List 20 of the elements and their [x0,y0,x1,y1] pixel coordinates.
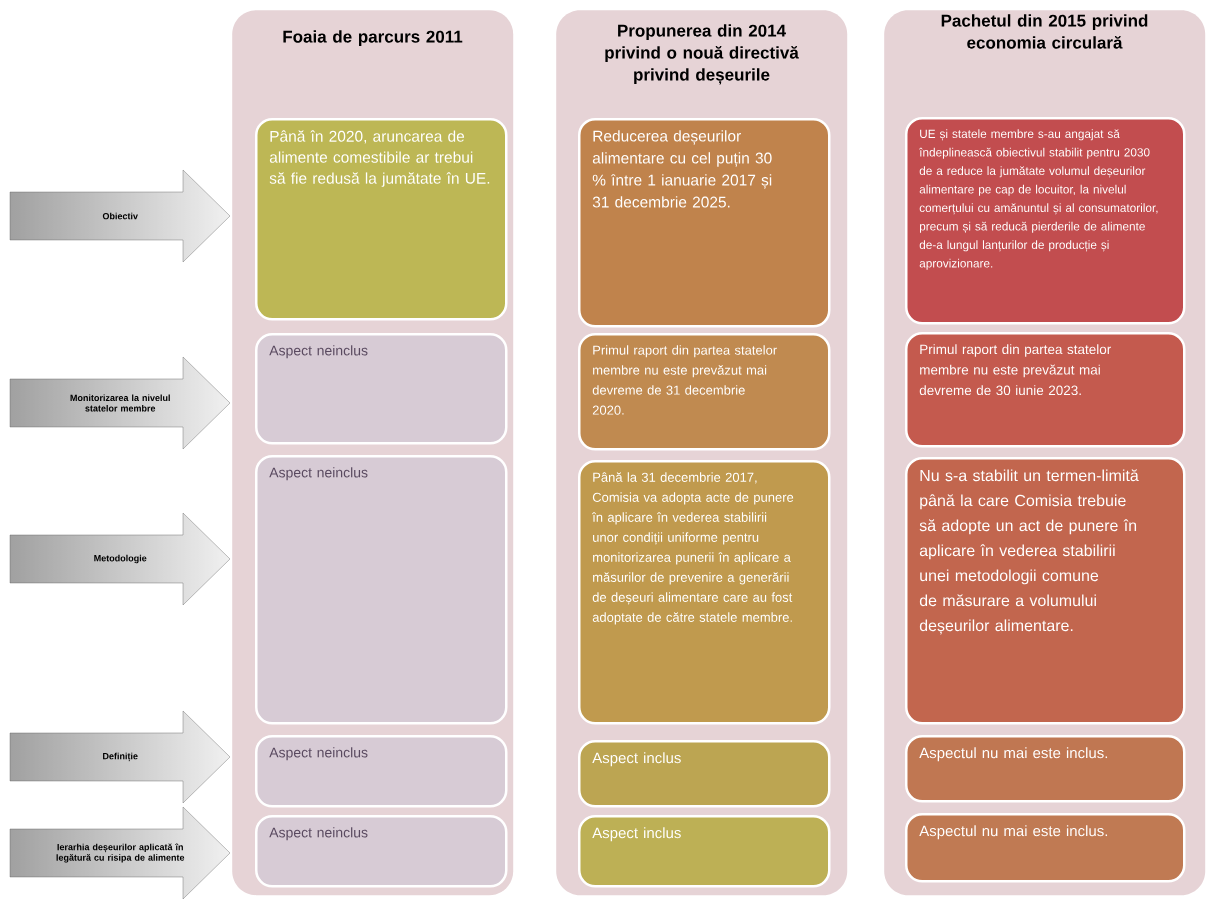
text-box: Primul raport din partea statelor membre nu este prevăzut mai devreme de 31 decembrie 2020. [578,333,831,451]
text-box: Aspect inclus [578,815,831,888]
text-box: Aspect inclus [578,740,831,808]
text-box: Aspectul nu mai este inclus. [905,735,1186,803]
text-box: Aspect neinclus [255,815,508,888]
text-box: Aspectul nu mai este inclus. [905,813,1186,883]
text-box: UE și statele membre s-au angajat să îndeplinească obiectivul stabilit pentru 2030 de a reduce la jumătate volumul deșeurilor alimentare pe cap de locuitor, la nivelul comerțului cu amănuntul și al consumatorilor, precum și să reducă pierderile de alimente de-a lungul lanțurilor de producție și aprovizionare. [905,117,1186,325]
text-box: Primul raport din partea statelor membre nu este prevăzut mai devreme de 30 iunie 2023. [905,332,1186,448]
row-header: Ierarhia deșeurilor aplicată în legătură cu risipa de alimente [9,806,231,900]
text-box: Nu s-a stabilit un termen-limită până la care Comisia trebuie să adopte un act de punere în aplicare în vederea stabilirii unei metodologii comune de măsurare a volumului deșeurilor alimentare. [905,457,1186,725]
row-header: Obiectiv [9,169,231,263]
text-box: Aspect neinclus [255,455,508,725]
text-box: Aspect neinclus [255,333,508,445]
text-box: Aspect neinclus [255,735,508,808]
text-box: Reducerea deșeurilor alimentare cu cel puțin 30 % între 1 ianuarie 2017 și 31 decembrie 2025. [578,118,831,328]
row-header: Monitorizarea la nivelul statelor membre [9,356,231,450]
row-header: Definiție [9,710,231,804]
text-box: Până în 2020, aruncarea de alimente comestibile ar trebui să fie redusă la jumătate în UE. [255,118,508,321]
row-header: Metodologie [9,512,231,606]
text-box: Până la 31 decembrie 2017, Comisia va adopta acte de punere în aplicare în vederea stabilirii unor condiții uniforme pentru monitorizarea punerii în aplicare a măsurilor de prevenire a generării de deșeuri alimentare care au fost adoptate de către statele membre. [578,460,831,725]
